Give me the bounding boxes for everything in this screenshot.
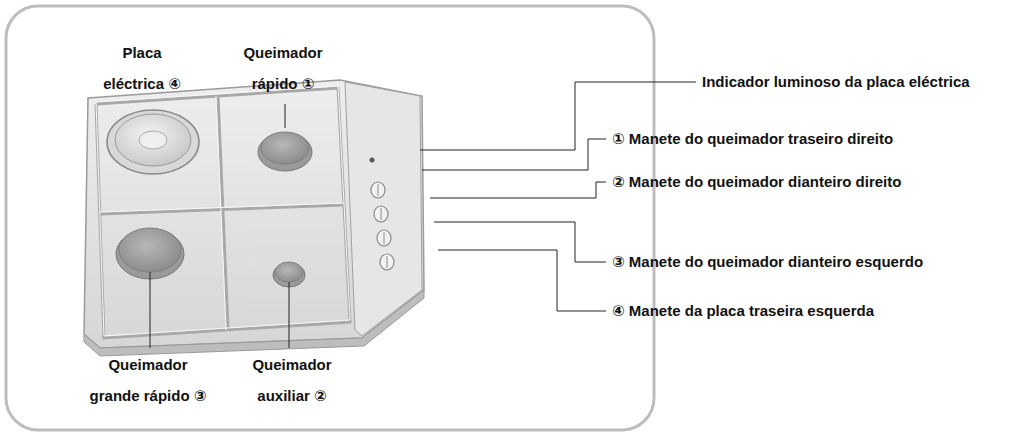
knob-label: ② Manete do queimador dianteiro direito: [612, 172, 901, 192]
knob-label: ③ Manete do queimador dianteiro esquerdo: [612, 252, 923, 272]
part-label: Placa eléctrica ④: [94, 37, 190, 99]
knob-label: ① Manete do queimador traseiro direito: [612, 129, 893, 149]
part-label: Queimador grande rápido ③: [84, 349, 212, 411]
part-label: Queimador rápido ①: [231, 37, 335, 99]
knob-label: ④ Manete da placa traseira esquerda: [612, 301, 874, 321]
part-label: Queimador auxiliar ②: [240, 349, 344, 411]
indicator-label: Indicador luminoso da placa eléctrica: [702, 72, 970, 92]
